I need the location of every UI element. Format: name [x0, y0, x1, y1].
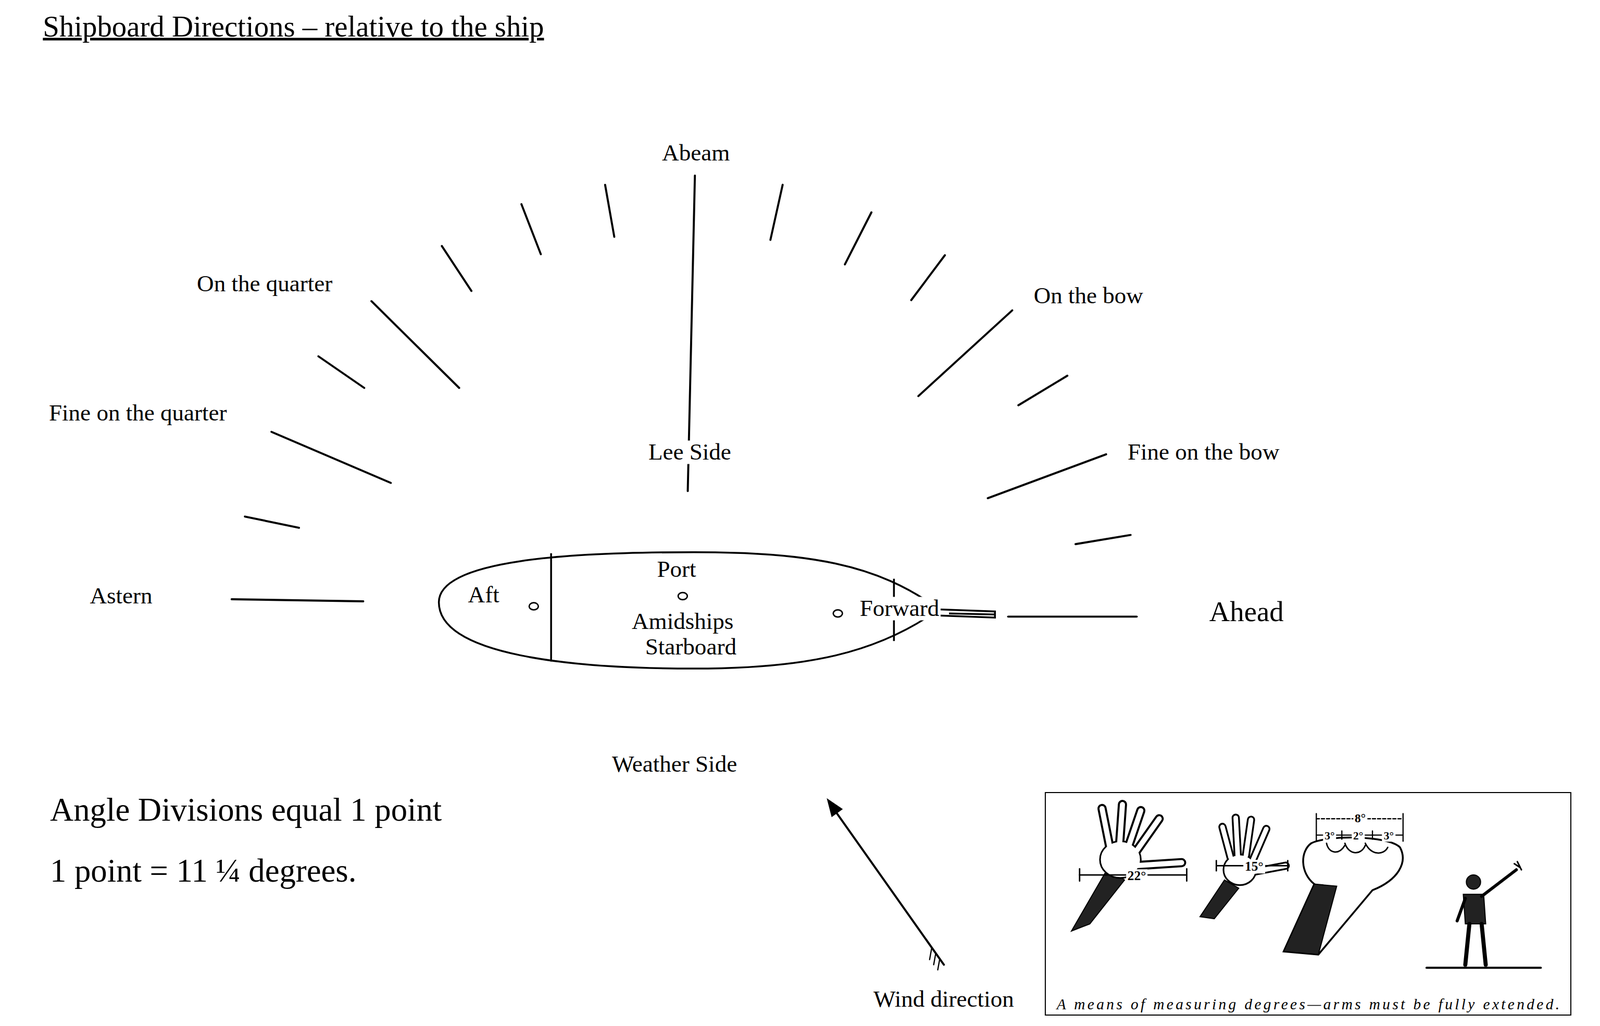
note-text: 1 point = 11 ¼ degrees.	[50, 854, 357, 887]
mast-mark	[529, 602, 539, 610]
man-figure	[1514, 861, 1522, 870]
direction-tick	[521, 204, 541, 255]
hand-spread	[1119, 804, 1123, 847]
hand-spread-small	[1215, 860, 1218, 871]
hand-fist	[1341, 830, 1343, 840]
man-figure	[1481, 923, 1486, 965]
caption-text: A means of measuring degrees—arms must b…	[1056, 996, 1562, 1012]
wind-arrow	[830, 804, 944, 965]
hand-spread	[1102, 808, 1111, 849]
degree-value: 3°	[1322, 830, 1336, 842]
wind-arrow	[933, 953, 936, 965]
hand-fist	[1371, 830, 1373, 840]
hand-spread	[1134, 818, 1160, 854]
direction-tick	[770, 184, 783, 241]
part-label: Forward	[858, 596, 942, 620]
hand-fist	[1283, 836, 1404, 954]
hand-fist	[1283, 883, 1337, 955]
diagram-title: Shipboard Directions – relative to the s…	[42, 11, 544, 42]
direction-tick	[441, 245, 472, 291]
hand-spread-small	[1235, 817, 1239, 855]
ship-outline: Aft PortAmidshipsStarboard Forward	[428, 545, 1011, 676]
hand-spread	[1119, 804, 1123, 847]
bowsprit	[938, 609, 995, 618]
hand-spread	[1078, 868, 1081, 881]
wind-arrow	[827, 798, 944, 970]
wind-arrow	[929, 947, 932, 960]
direction-tick	[1008, 615, 1137, 618]
direction-tick	[911, 255, 946, 300]
man-figure	[1465, 923, 1470, 965]
hand-spread-small	[1253, 828, 1267, 860]
hand-spread	[1185, 868, 1188, 881]
degree-value: 22°	[1126, 868, 1148, 882]
hand-fist	[1283, 813, 1404, 954]
hand-fist	[1315, 813, 1317, 841]
hand-fist	[1326, 842, 1389, 853]
direction-tick	[318, 356, 365, 389]
mast-mark	[678, 592, 688, 600]
degree-value: 3°	[1382, 830, 1396, 842]
hand-spread	[1102, 804, 1182, 866]
degree-value: 15°	[1243, 859, 1266, 873]
hand-spread-small	[1245, 819, 1252, 856]
man-figure	[1466, 874, 1481, 889]
direction-tick	[244, 516, 299, 528]
side-label: Weather Side	[611, 752, 737, 777]
direction-label: On the bow	[1033, 284, 1144, 308]
wind-arrow	[827, 798, 843, 817]
hand-spread	[1071, 804, 1187, 931]
direction-tick	[605, 184, 615, 237]
direction-label: Astern	[89, 584, 153, 608]
side-label: Lee Side	[646, 440, 733, 464]
hand-spread-small	[1200, 879, 1239, 919]
direction-tick	[371, 301, 459, 389]
direction-tick	[271, 431, 391, 483]
man-figure	[1481, 869, 1517, 896]
direction-label: Fine on the quarter	[48, 401, 228, 425]
direction-tick	[1075, 534, 1131, 545]
mast-mark	[833, 609, 843, 618]
hand-spread	[1134, 862, 1182, 866]
hand-fist	[1402, 813, 1404, 841]
inset-panel: 22° 15° 8° 3° 2° 3° A means of measuring degre…	[1044, 791, 1572, 1016]
man-figure	[1426, 966, 1541, 969]
hand-spread-small	[1222, 826, 1231, 858]
direction-tick	[231, 598, 364, 602]
degree-value: 8°	[1353, 812, 1368, 825]
part-label: Starboard	[645, 635, 737, 659]
wind-arrow	[937, 958, 940, 970]
direction-tick	[1018, 375, 1068, 406]
part-label: Port	[656, 557, 696, 582]
direction-tick	[987, 454, 1106, 498]
direction-tick	[844, 212, 872, 265]
direction-label: Ahead	[1209, 596, 1284, 626]
hand-spread-small	[1222, 826, 1231, 858]
part-label: Aft	[468, 583, 500, 607]
part-label: Amidships	[631, 609, 734, 634]
note-text: Angle Divisions equal 1 point	[50, 792, 442, 826]
direction-tick	[231, 175, 1137, 617]
direction-label: On the quarter	[196, 271, 333, 296]
hand-spread	[1134, 862, 1182, 866]
ship-hull	[438, 552, 995, 669]
direction-tick	[918, 310, 1012, 397]
direction-label: Fine on the bow	[1127, 440, 1280, 464]
hand-spread-small	[1200, 817, 1288, 919]
man-figure	[1457, 897, 1466, 921]
hand-spread-small	[1286, 860, 1289, 871]
degree-value: 2°	[1351, 830, 1365, 842]
hand-spread-small	[1245, 819, 1252, 856]
deck-line	[550, 553, 553, 662]
hand-spread-small	[1235, 817, 1239, 855]
arrow-label: Wind direction	[873, 987, 1015, 1011]
man-figure	[1426, 861, 1541, 968]
hand-spread	[1102, 808, 1111, 849]
hand-spread-small	[1253, 828, 1267, 860]
direction-label: Abeam	[661, 141, 730, 165]
